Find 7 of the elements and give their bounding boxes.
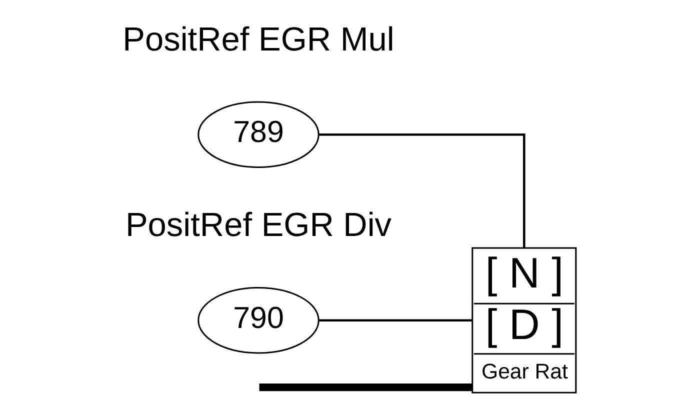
connector [318, 133, 525, 248]
node-ellipse: 790 [197, 286, 319, 354]
connector [318, 319, 472, 322]
connector [258, 384, 472, 392]
node-ellipse: 789 [197, 101, 319, 168]
node-label: PositRef EGR Mul [122, 21, 394, 58]
node-label: PositRef EGR Div [124, 207, 392, 244]
